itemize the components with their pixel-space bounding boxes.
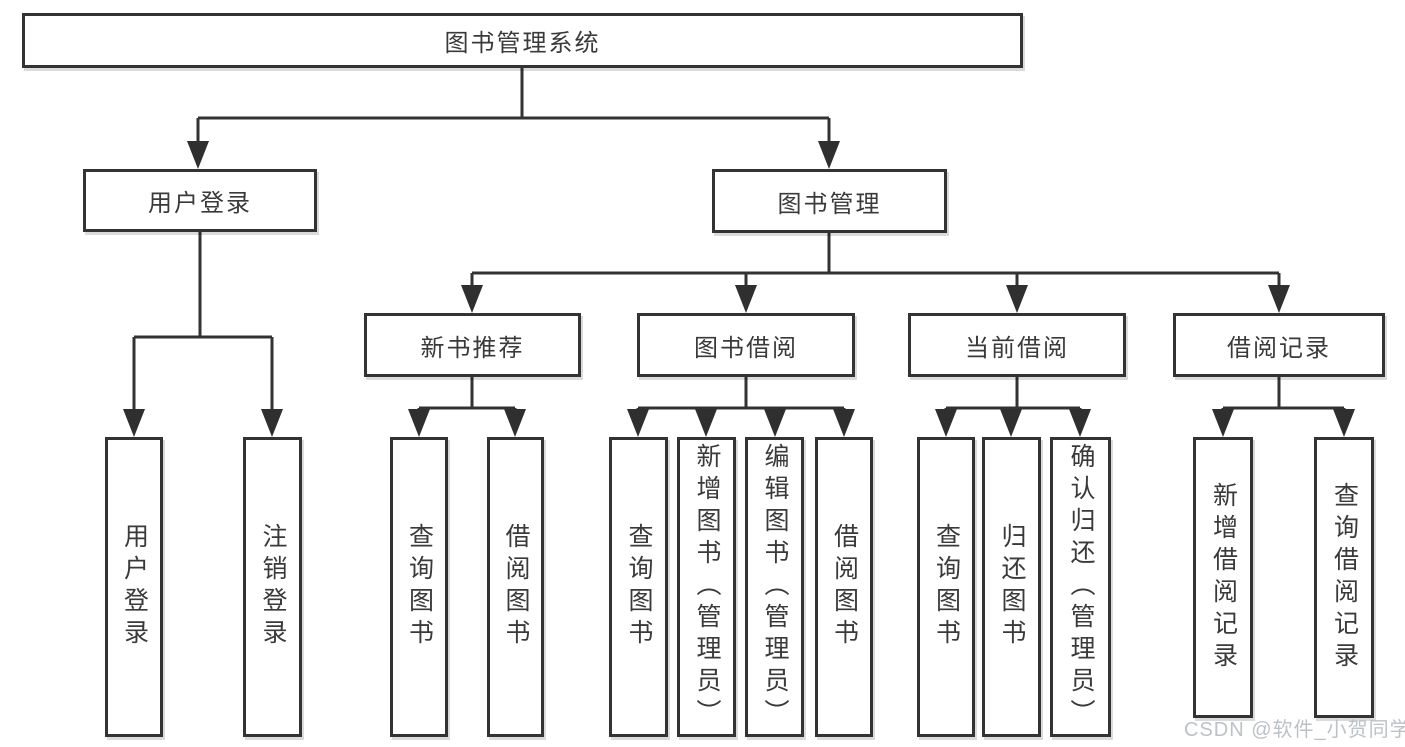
node-new-book-recommend-label: 新书推荐 [420, 334, 525, 362]
node-new-book-recommend: 新书推荐 [364, 313, 581, 377]
node-book-management: 图书管理 [712, 169, 947, 233]
leaf-add-book-admin: 新增图书（管理员） [677, 437, 736, 737]
csdn-watermark: CSDN @软件_小贺同学 [1184, 719, 1405, 741]
leaf-add-book-admin-label: 新增图书（管理员） [693, 443, 721, 731]
leaf-return-books: 归还图书 [982, 437, 1041, 737]
leaf-query-books-current-label: 查询图书 [932, 523, 961, 651]
leaf-return-books-label: 归还图书 [998, 523, 1026, 651]
leaf-query-books-current: 查询图书 [917, 437, 975, 737]
leaf-add-borrow-record: 新增借阅记录 [1193, 437, 1253, 718]
leaf-confirm-return-admin-label: 确认归还（管理员） [1067, 443, 1095, 731]
node-book-borrow: 图书借阅 [637, 313, 855, 377]
node-borrow-records-label: 借阅记录 [1227, 334, 1331, 362]
arrowheads [123, 141, 1355, 437]
leaf-query-books-borrow: 查询图书 [609, 437, 668, 737]
node-user-login-label: 用户登录 [148, 190, 252, 217]
leaf-query-books-recommend-label: 查询图书 [405, 523, 434, 651]
leaf-user-login-label: 用户登录 [120, 523, 149, 651]
leaf-confirm-return-admin: 确认归还（管理员） [1050, 437, 1111, 737]
leaf-borrow-books-label: 借阅图书 [830, 523, 859, 651]
node-user-login: 用户登录 [83, 169, 317, 232]
leaf-borrow-books-recommend: 借阅图书 [487, 437, 544, 737]
leaf-query-books-borrow-label: 查询图书 [625, 523, 653, 651]
leaf-edit-book-admin: 编辑图书（管理员） [745, 437, 804, 737]
leaf-logout-label: 注销登录 [259, 523, 287, 651]
node-book-management-label: 图书管理 [777, 190, 882, 218]
node-root-label: 图书管理系统 [444, 30, 601, 57]
leaf-user-login: 用户登录 [105, 437, 163, 737]
leaf-query-borrow-record-label: 查询借阅记录 [1330, 481, 1359, 674]
leaf-borrow-books: 借阅图书 [815, 437, 873, 737]
leaf-logout: 注销登录 [243, 437, 302, 737]
leaf-query-books-recommend: 查询图书 [390, 437, 448, 737]
node-borrow-records: 借阅记录 [1173, 313, 1385, 377]
leaf-edit-book-admin-label: 编辑图书（管理员） [761, 443, 789, 731]
node-book-borrow-label: 图书借阅 [694, 334, 798, 362]
node-current-borrow-label: 当前借阅 [965, 334, 1069, 362]
leaf-add-borrow-record-label: 新增借阅记录 [1209, 481, 1238, 674]
leaf-query-borrow-record: 查询借阅记录 [1314, 437, 1374, 718]
node-root: 图书管理系统 [22, 13, 1023, 68]
leaf-borrow-books-recommend-label: 借阅图书 [502, 523, 530, 651]
node-current-borrow: 当前借阅 [908, 313, 1126, 377]
